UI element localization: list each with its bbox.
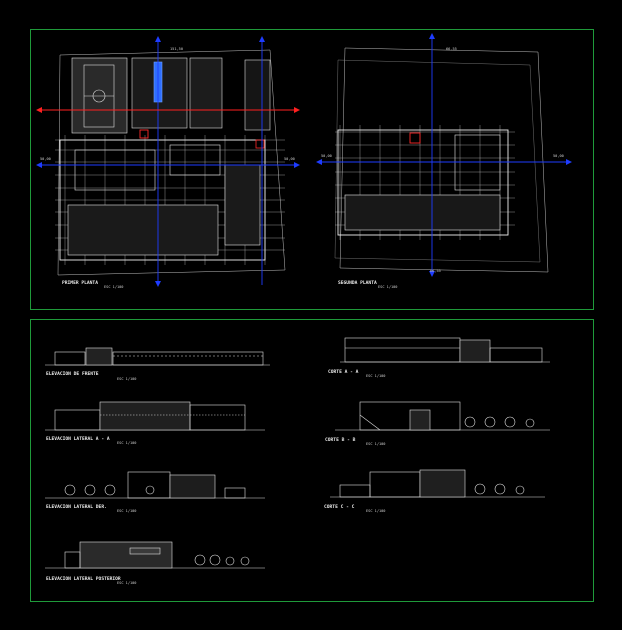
- plan-right-title: SEGUNDA PLANTA: [338, 280, 377, 286]
- first-floor-axes: [36, 36, 300, 287]
- elevation-rear: [45, 541, 265, 569]
- elevation-front: [45, 347, 270, 366]
- section-b-b-title: CORTE B - B: [325, 437, 356, 443]
- plan-left-dim-left: 50,00: [40, 157, 51, 161]
- elevations-sheet-frame: [30, 319, 594, 602]
- plan-left-scale: ESC 1/100: [104, 285, 123, 289]
- elevation-rear-scale: ESC 1/100: [117, 581, 136, 585]
- plans-sheet-frame: [30, 29, 594, 310]
- plan-left-dim-right: 50,00: [284, 157, 295, 161]
- elevation-rear-title: ELEVACION LATERAL POSTERIOR: [46, 576, 121, 582]
- plan-right-dim-top: 66,55: [446, 47, 457, 51]
- section-a-a-title: CORTE A - A: [328, 369, 359, 375]
- second-floor-plan: [334, 47, 549, 273]
- elevation-right-side-title: ELEVACION LATERAL DER.: [46, 504, 107, 510]
- section-a-a: [340, 337, 550, 363]
- elevation-side-a-title: ELEVACION LATERAL A - A: [46, 436, 110, 442]
- plan-right-scale: ESC 1/100: [378, 285, 397, 289]
- section-a-a-scale: ESC 1/100: [366, 374, 385, 378]
- section-b-b: [335, 401, 550, 431]
- section-c-c: [330, 469, 545, 498]
- section-c-c-title: CORTE C - C: [324, 504, 355, 510]
- plan-right-dim-right: 50,00: [553, 154, 564, 158]
- plan-right-dim-bottom: 66,55: [430, 269, 441, 273]
- elevation-front-title: ELEVACION DE FRENTE: [46, 371, 99, 377]
- first-floor-plan: [55, 49, 286, 276]
- plan-left-dim-top: 151,50: [170, 47, 183, 51]
- section-c-c-scale: ESC 1/100: [366, 509, 385, 513]
- elevation-right-side-scale: ESC 1/100: [117, 509, 136, 513]
- elevation-side-a: [45, 401, 265, 431]
- plan-left-title: PRIMER PLANTA: [62, 280, 98, 286]
- elevation-side-a-scale: ESC 1/100: [117, 441, 136, 445]
- section-b-b-scale: ESC 1/100: [366, 442, 385, 446]
- second-floor-axes: [316, 33, 572, 277]
- plan-right-dim-left: 50,00: [321, 154, 332, 158]
- elevation-front-scale: ESC 1/100: [117, 377, 136, 381]
- elevation-right-side: [45, 471, 265, 499]
